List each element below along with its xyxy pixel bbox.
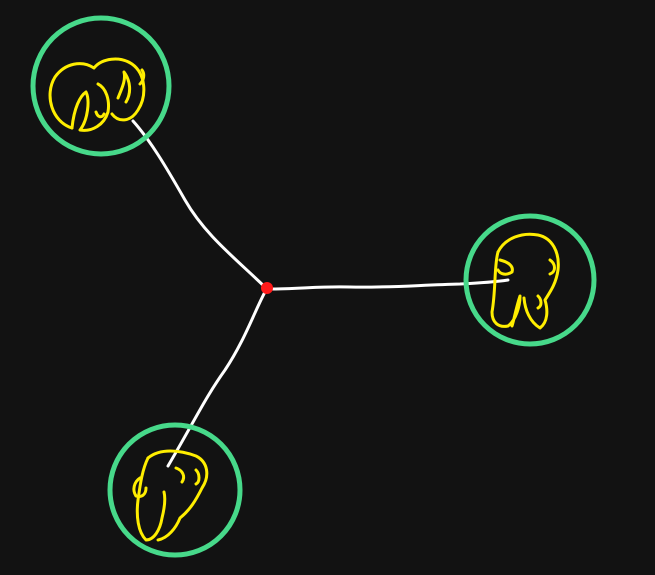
node-glyph-scribble <box>132 449 209 542</box>
node-ring <box>30 15 172 157</box>
node-right <box>463 213 597 347</box>
connector-top-left <box>131 119 268 290</box>
node-ring <box>107 422 243 558</box>
hub-dot <box>261 282 273 294</box>
node-top-left <box>30 15 172 157</box>
node-ring <box>463 213 597 347</box>
connector-bottom-left <box>166 288 268 468</box>
node-glyph-scribble <box>490 232 560 330</box>
connector-right <box>266 278 510 291</box>
node-glyph-scribble <box>48 57 146 132</box>
connectors <box>131 119 510 468</box>
node-bottom-left <box>107 422 243 558</box>
